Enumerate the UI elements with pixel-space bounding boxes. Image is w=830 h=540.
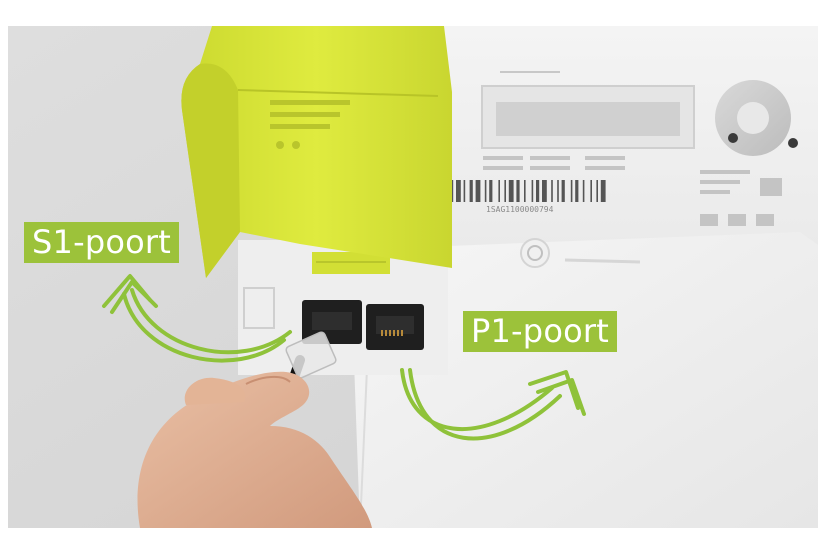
barcode-bar — [531, 180, 534, 202]
barcode-bar — [504, 180, 506, 202]
barcode-bar — [596, 180, 598, 202]
barcode-bar — [469, 180, 473, 202]
barcode-bar — [475, 180, 481, 202]
barcode-bar — [524, 180, 526, 202]
barcode-number: 1SAG1100000794 — [486, 205, 554, 214]
barcode-bar — [570, 180, 573, 202]
hand — [137, 371, 372, 528]
s1-arrow — [102, 274, 292, 363]
s1-port-label: S1-poort — [24, 222, 179, 263]
indicator-led — [788, 138, 798, 148]
indicator-led — [728, 133, 738, 143]
p1-arrow — [400, 368, 586, 441]
barcode-bar — [536, 180, 540, 202]
barcode-bar — [516, 180, 520, 202]
barcode-bar — [590, 180, 592, 202]
barcode-bar — [498, 180, 500, 202]
barcode-bar — [463, 180, 466, 202]
barcode-bar — [484, 180, 487, 202]
flip-cover — [181, 26, 452, 278]
barcode-bar — [456, 180, 461, 202]
barcode-bar — [551, 180, 553, 202]
p1-port-label: P1-poort — [463, 311, 617, 352]
barcode-bar — [557, 180, 559, 202]
cover-screw — [520, 238, 641, 268]
barcode-bar — [542, 180, 547, 202]
barcode-bar — [575, 180, 579, 202]
p1-port-socket — [366, 304, 424, 350]
barcode-bar — [489, 180, 493, 202]
barcode-bar — [508, 180, 514, 202]
meter-display — [481, 71, 695, 149]
barcode-bar — [600, 180, 606, 202]
meter-printed-info — [483, 156, 782, 226]
meter-lower-cover — [350, 232, 818, 528]
meter-dial — [715, 80, 791, 156]
barcode-bar — [582, 180, 585, 202]
barcode-bar — [561, 180, 565, 202]
